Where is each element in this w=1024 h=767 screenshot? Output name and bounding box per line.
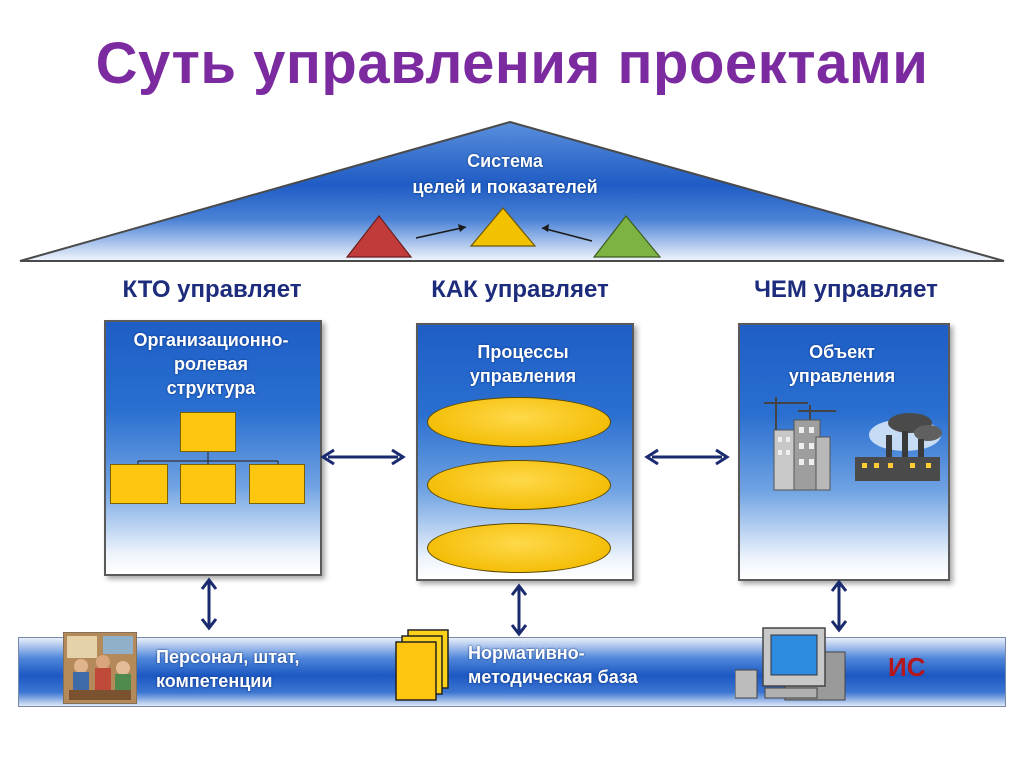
double-arrow-how-foundation	[510, 583, 528, 637]
process-ellipse-2	[427, 460, 611, 510]
roof-shape	[19, 120, 1005, 262]
org-box-top	[180, 412, 236, 452]
panel-org-text: Организационно- ролевая структура	[104, 328, 318, 400]
panel-org-line-3: структура	[166, 378, 256, 398]
yellow-triangle-icon	[469, 207, 537, 247]
red-triangle-icon	[345, 215, 413, 258]
foundation-normative-text: Нормативно- методическая база	[468, 641, 638, 689]
documents-icon	[395, 629, 449, 701]
panel-org-line-1: Организационно-	[133, 330, 289, 350]
org-box-right	[249, 464, 305, 504]
panel-object-line-1: Объект	[809, 342, 875, 362]
personnel-line-1: Персонал, штат,	[156, 647, 300, 667]
double-arrow-who-foundation	[200, 577, 218, 631]
computer-icon	[735, 627, 846, 701]
page-title: Суть управления проектами	[95, 31, 929, 96]
double-arrow-what-foundation	[830, 579, 848, 633]
process-ellipse-1	[427, 397, 611, 447]
double-arrow-who-how	[320, 448, 406, 466]
panel-processes-text: Процессы управления	[416, 340, 630, 388]
panel-object	[738, 323, 950, 581]
panel-processes-line-2: управления	[469, 366, 577, 386]
heading-what: ЧЕМ управляет	[754, 276, 938, 303]
arrow-green-to-yellow	[541, 227, 593, 242]
roof-line-1: Система	[467, 151, 543, 171]
roof-line-2: целей и показателей	[412, 177, 598, 197]
construction-factory-icon	[764, 397, 942, 491]
panel-object-text: Объект управления	[738, 340, 946, 388]
heading-who: КТО управляет	[122, 276, 302, 303]
green-triangle-icon	[592, 215, 662, 258]
personnel-line-2: компетенции	[156, 671, 273, 691]
double-arrow-how-what	[644, 448, 730, 466]
is-label: ИС	[888, 652, 926, 682]
roof-diagram	[19, 120, 1005, 262]
panel-org-line-2: ролевая	[173, 354, 249, 374]
process-ellipse-3	[427, 523, 611, 573]
normative-line-2: методическая база	[468, 667, 638, 687]
arrow-red-to-yellow	[415, 226, 467, 239]
panel-object-line-2: управления	[788, 366, 896, 386]
heading-how: КАК управляет	[431, 276, 609, 303]
panel-processes-line-1: Процессы	[477, 342, 569, 362]
org-box-center	[180, 464, 236, 504]
foundation-personnel-text: Персонал, штат, компетенции	[156, 645, 300, 693]
normative-line-1: Нормативно-	[468, 643, 585, 663]
roof-label: Система целей и показателей	[380, 148, 630, 200]
people-photo-icon	[63, 632, 137, 704]
org-box-left	[110, 464, 168, 504]
